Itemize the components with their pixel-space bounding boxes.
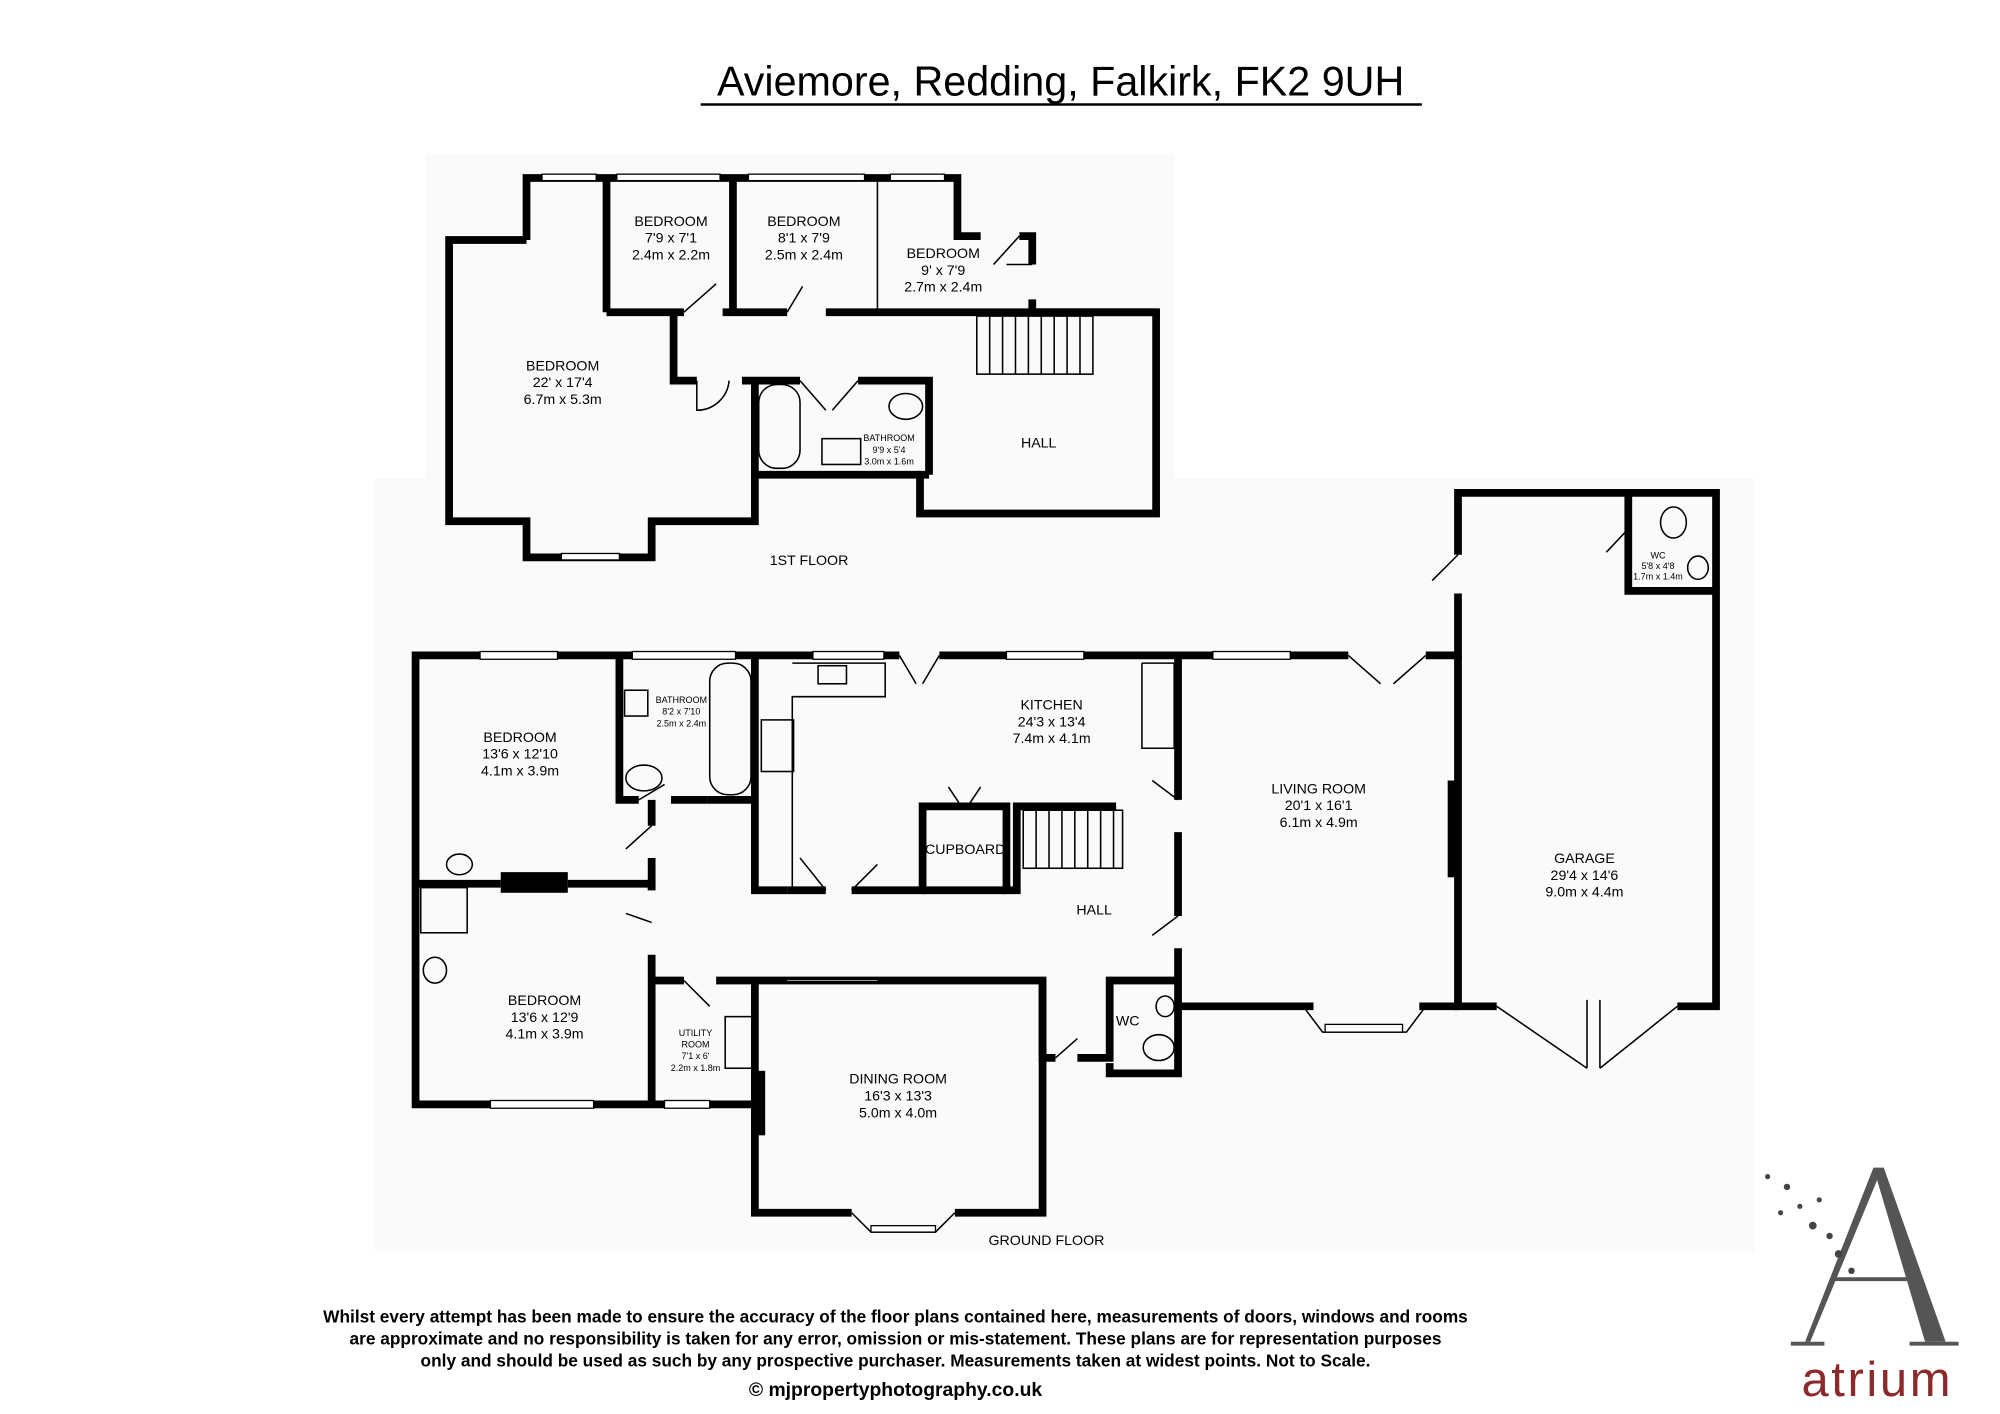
toilet-icon xyxy=(1659,506,1688,539)
ground-floor-bg xyxy=(374,477,1755,1252)
toilet-icon xyxy=(1142,1033,1175,1062)
room-dims-metric: 2.5m x 2.4m xyxy=(765,247,843,263)
room-dims-metric: 4.1m x 3.9m xyxy=(506,1027,584,1043)
sink-icon xyxy=(445,853,474,876)
ground-floor-plan: BEDROOM 13'6 x 12'10 4.1m x 3.9m BATHROO… xyxy=(411,488,1720,1249)
room-label: BEDROOM xyxy=(508,993,581,1009)
toilet-icon xyxy=(888,392,924,421)
room-dims-imperial: 24'3 x 13'4 xyxy=(1018,714,1086,730)
room-label: HALL xyxy=(1021,436,1057,452)
disclaimer-line: are approximate and no responsibility is… xyxy=(350,1328,1442,1348)
floor-label-first: 1ST FLOOR xyxy=(770,553,849,569)
floor-label-ground: GROUND FLOOR xyxy=(989,1233,1105,1249)
room-label: GARAGE xyxy=(1554,851,1615,867)
disclaimer-line: only and should be used as such by any p… xyxy=(421,1350,1371,1370)
room-dims-imperial: 22' x 17'4 xyxy=(533,375,593,391)
room-dims-imperial: 20'1 x 16'1 xyxy=(1285,798,1353,814)
room-dims-imperial: 9'9 x 5'4 xyxy=(873,445,906,455)
room-dims-metric: 1.7m x 1.4m xyxy=(1633,571,1683,581)
room-dims-metric: 7.4m x 4.1m xyxy=(1013,731,1091,747)
copyright[interactable]: © mjpropertyphotography.co.uk xyxy=(749,1379,1043,1401)
room-label: BEDROOM xyxy=(907,246,980,262)
room-dims-metric: 6.1m x 4.9m xyxy=(1280,815,1358,831)
room-dims-imperial: 16'3 x 13'3 xyxy=(864,1088,932,1104)
room-dims-metric: 5.0m x 4.0m xyxy=(859,1105,937,1121)
room-label: LIVING ROOM xyxy=(1271,781,1366,797)
room-dims-metric: 4.1m x 3.9m xyxy=(481,763,559,779)
room-label: CUPBOARD xyxy=(925,842,1005,858)
room-label: DINING ROOM xyxy=(849,1072,947,1088)
room-label: BEDROOM xyxy=(767,214,840,230)
sink-icon xyxy=(623,689,649,717)
page-title: Aviemore, Redding, Falkirk, FK2 9UH xyxy=(717,58,1404,104)
toilet-icon xyxy=(625,764,663,792)
room-dims-imperial: 13'6 x 12'9 xyxy=(511,1010,579,1026)
room-dims-metric: 2.2m x 1.8m xyxy=(671,1063,721,1073)
room-dims-imperial: 8'1 x 7'9 xyxy=(778,231,830,247)
room-dims-imperial: 9' x 7'9 xyxy=(921,263,965,279)
bath-icon xyxy=(708,662,752,796)
sink-icon xyxy=(1155,995,1175,1018)
room-dims-imperial: 7'1 x 6' xyxy=(682,1051,710,1061)
room-dims-metric: 9.0m x 4.4m xyxy=(1545,885,1623,901)
room-label: BATHROOM xyxy=(656,695,707,705)
hob-icon xyxy=(760,719,795,773)
room-label: HALL xyxy=(1076,903,1112,919)
shower-icon xyxy=(821,437,862,466)
room-dims-metric: 6.7m x 5.3m xyxy=(524,392,602,408)
room-dims-imperial: 13'6 x 12'10 xyxy=(482,747,558,763)
room-dims-imperial: 5'8 x 4'8 xyxy=(1641,561,1674,571)
room-label-2: ROOM xyxy=(682,1040,710,1050)
bath-icon xyxy=(757,383,801,470)
room-label: BATHROOM xyxy=(863,433,914,443)
room-dims-metric: 2.4m x 2.2m xyxy=(632,247,710,263)
room-label: UTILITY xyxy=(679,1028,713,1038)
tree-leaves-icon xyxy=(1765,1174,1855,1275)
room-dims-imperial: 29'4 x 14'6 xyxy=(1551,868,1619,884)
room-dims-metric: 2.5m x 2.4m xyxy=(657,718,707,728)
room-label: BEDROOM xyxy=(634,214,707,230)
shower-icon xyxy=(419,886,468,934)
room-dims-metric: 2.7m x 2.4m xyxy=(904,280,982,296)
first-floor-plan: BEDROOM 7'9 x 7'1 2.4m x 2.2m BEDROOM 8'… xyxy=(445,173,1160,569)
room-label: WC xyxy=(1116,1014,1140,1030)
room-label: BEDROOM xyxy=(526,358,599,374)
room-label: KITCHEN xyxy=(1020,698,1082,714)
room-dims-metric: 3.0m x 1.6m xyxy=(864,456,914,466)
utility-sink-icon xyxy=(724,1015,755,1070)
sink-icon xyxy=(1686,555,1710,581)
room-label: WC xyxy=(1650,551,1666,561)
kitchen-sink-icon xyxy=(817,664,848,685)
sink-icon xyxy=(422,956,448,984)
atrium-logo: atrium xyxy=(1765,1167,1959,1407)
logo-letter-a-icon xyxy=(1790,1167,1959,1346)
room-label: BEDROOM xyxy=(483,730,556,746)
disclaimer-line: Whilst every attempt has been made to en… xyxy=(323,1306,1468,1326)
room-dims-imperial: 8'2 x 7'10 xyxy=(662,707,700,717)
logo-text: atrium xyxy=(1801,1353,1953,1407)
room-dims-imperial: 7'9 x 7'1 xyxy=(645,231,697,247)
